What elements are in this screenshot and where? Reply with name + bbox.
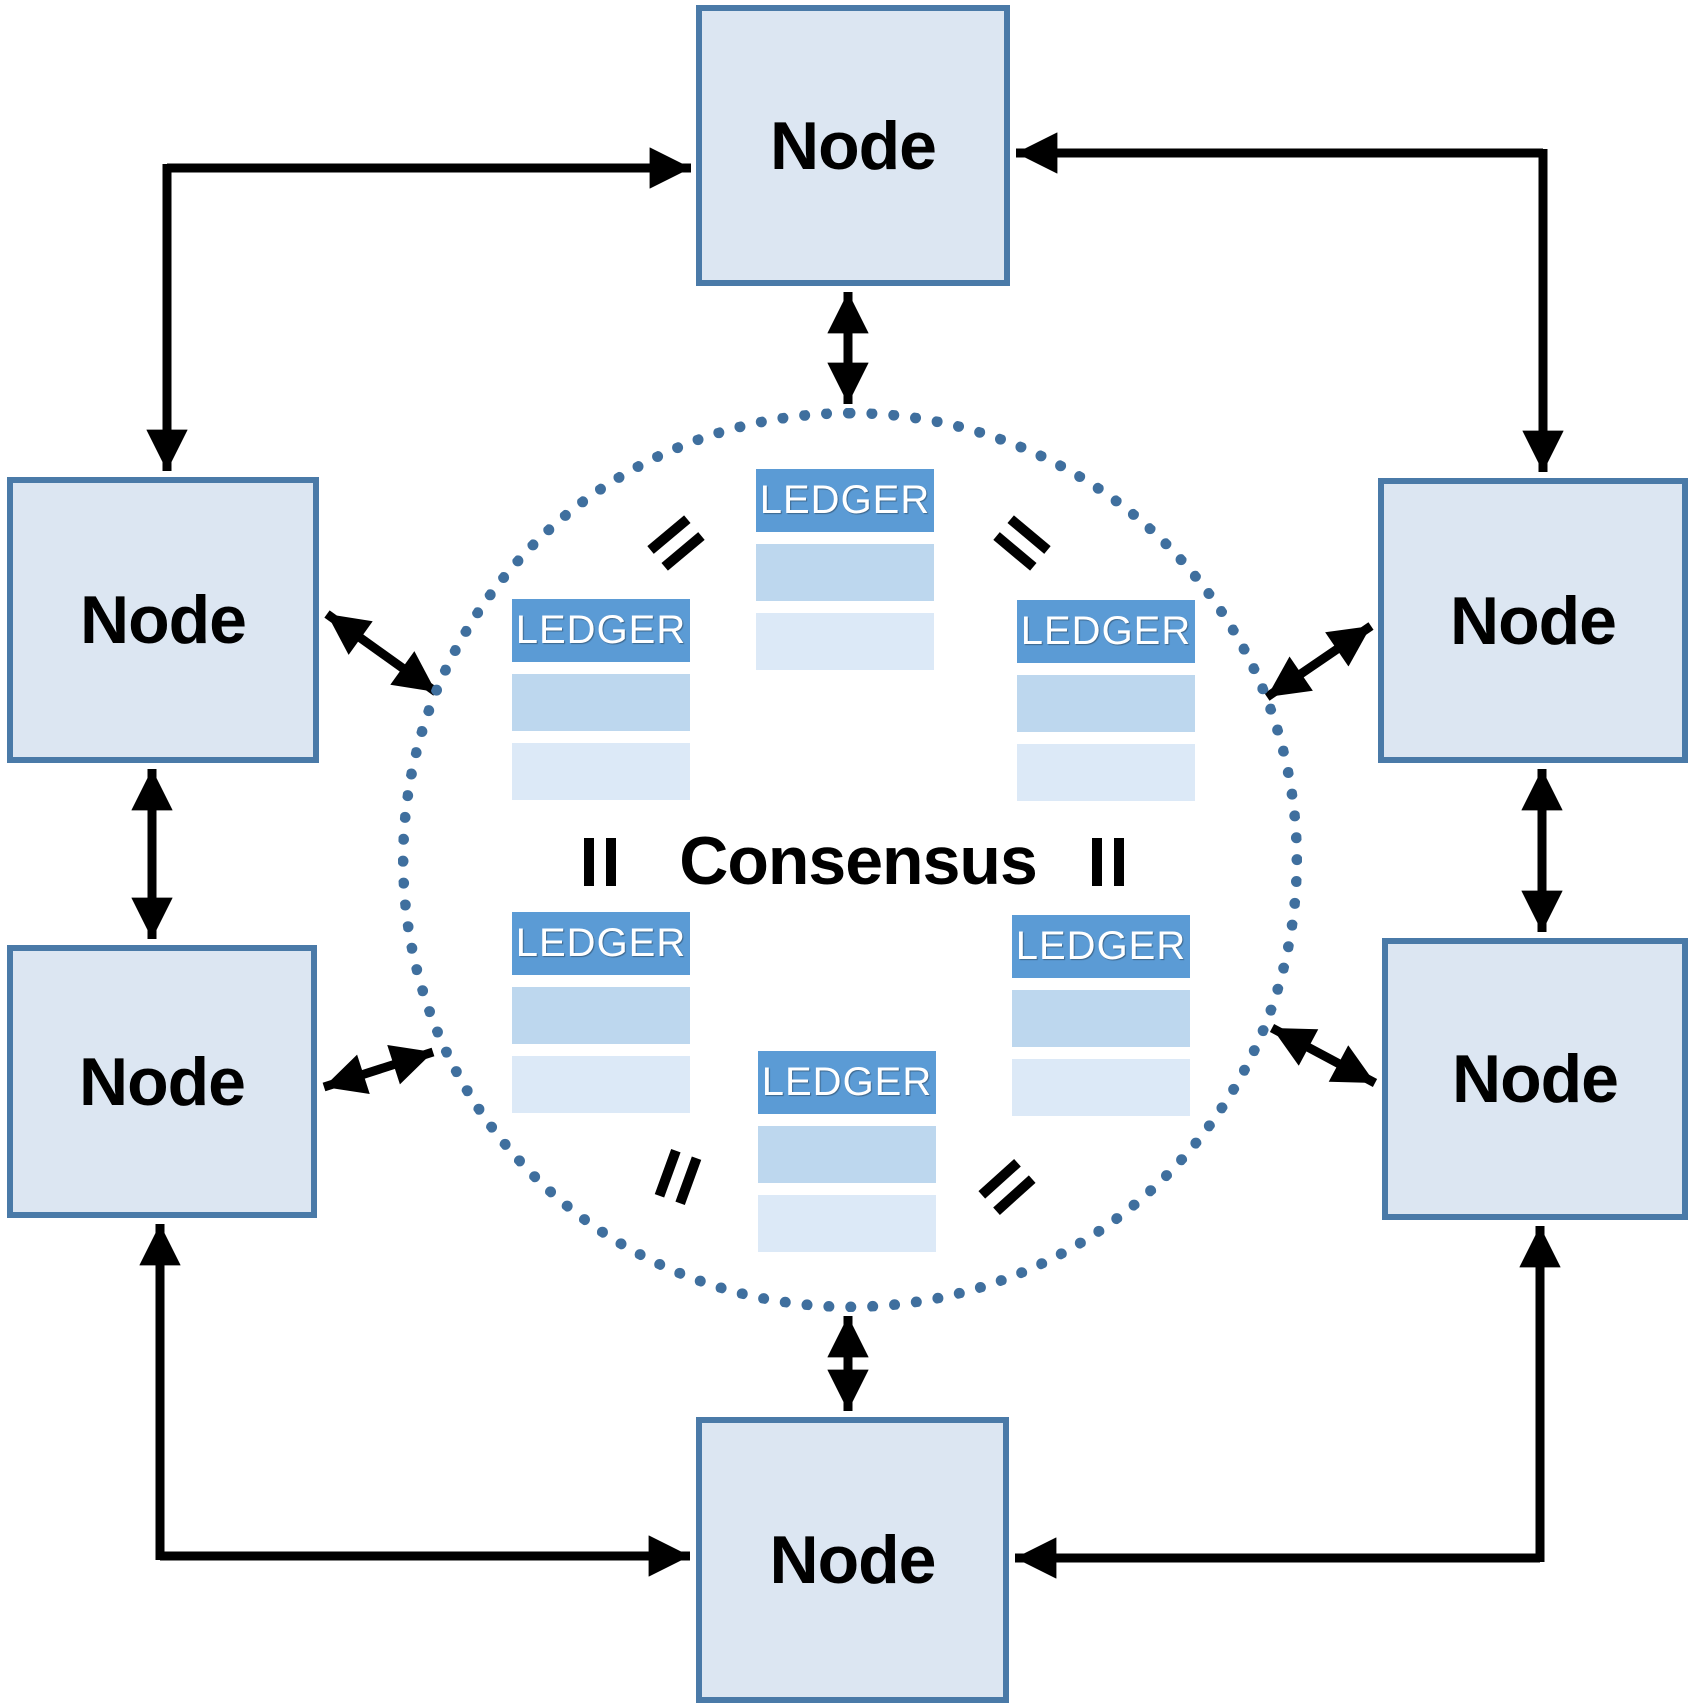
ledger-header: LEDGER <box>758 1051 936 1114</box>
ledger-row <box>512 743 690 800</box>
ledger-table-mid-left: LEDGER <box>512 599 690 800</box>
node-top: Node <box>696 5 1010 286</box>
ledger-table-low-right: LEDGER <box>1012 915 1190 1116</box>
ledger-row <box>1017 675 1195 732</box>
node-bottom: Node <box>696 1417 1009 1703</box>
connector-left-lower-node-circle <box>322 1044 435 1095</box>
connector-right-upper-node-circle <box>1264 622 1374 701</box>
ledger-row <box>512 1056 690 1113</box>
ledger-table-mid-right: LEDGER <box>1017 600 1195 801</box>
ledger-table-top: LEDGER <box>756 469 934 670</box>
ledger-row <box>758 1195 936 1252</box>
connector-right-lower-node-circle <box>1269 1024 1378 1087</box>
consensus-label: Consensus <box>679 823 1038 899</box>
consensus-circle <box>398 408 1302 1312</box>
ledger-table-bottom: LEDGER <box>758 1051 936 1252</box>
ledger-header: LEDGER <box>512 912 690 975</box>
equals-icon <box>584 838 616 886</box>
ledger-row <box>756 613 934 670</box>
node-left-lower: Node <box>7 945 317 1218</box>
connector-bottom-left-elbow <box>139 1224 690 1577</box>
node-label: Node <box>80 582 247 658</box>
node-label: Node <box>1450 582 1617 659</box>
ledger-row <box>758 1126 936 1183</box>
ledger-header: LEDGER <box>1017 600 1195 663</box>
ledger-row <box>1017 744 1195 801</box>
node-label: Node <box>769 1522 937 1598</box>
ledger-header: LEDGER <box>1012 915 1190 978</box>
node-right-lower: Node <box>1382 938 1688 1220</box>
ledger-row <box>1012 990 1190 1047</box>
connector-top-right-elbow <box>1016 132 1564 472</box>
ledger-table-low-left: LEDGER <box>512 912 690 1113</box>
node-right-upper: Node <box>1378 478 1688 763</box>
connector-bottom-right-elbow <box>1015 1226 1561 1579</box>
ledger-header: LEDGER <box>756 469 934 532</box>
equals-icon <box>1092 838 1124 886</box>
ledger-row <box>512 674 690 731</box>
node-label: Node <box>79 1043 246 1120</box>
ledger-row <box>756 544 934 601</box>
connector-left-upper-node-circle <box>324 610 439 696</box>
ledger-header: LEDGER <box>512 599 690 662</box>
ledger-row <box>1012 1059 1190 1116</box>
node-left-upper: Node <box>7 477 319 763</box>
node-label: Node <box>1452 1041 1619 1117</box>
ledger-row <box>512 987 690 1044</box>
connector-top-left-elbow <box>146 147 691 471</box>
node-label: Node <box>770 107 937 184</box>
